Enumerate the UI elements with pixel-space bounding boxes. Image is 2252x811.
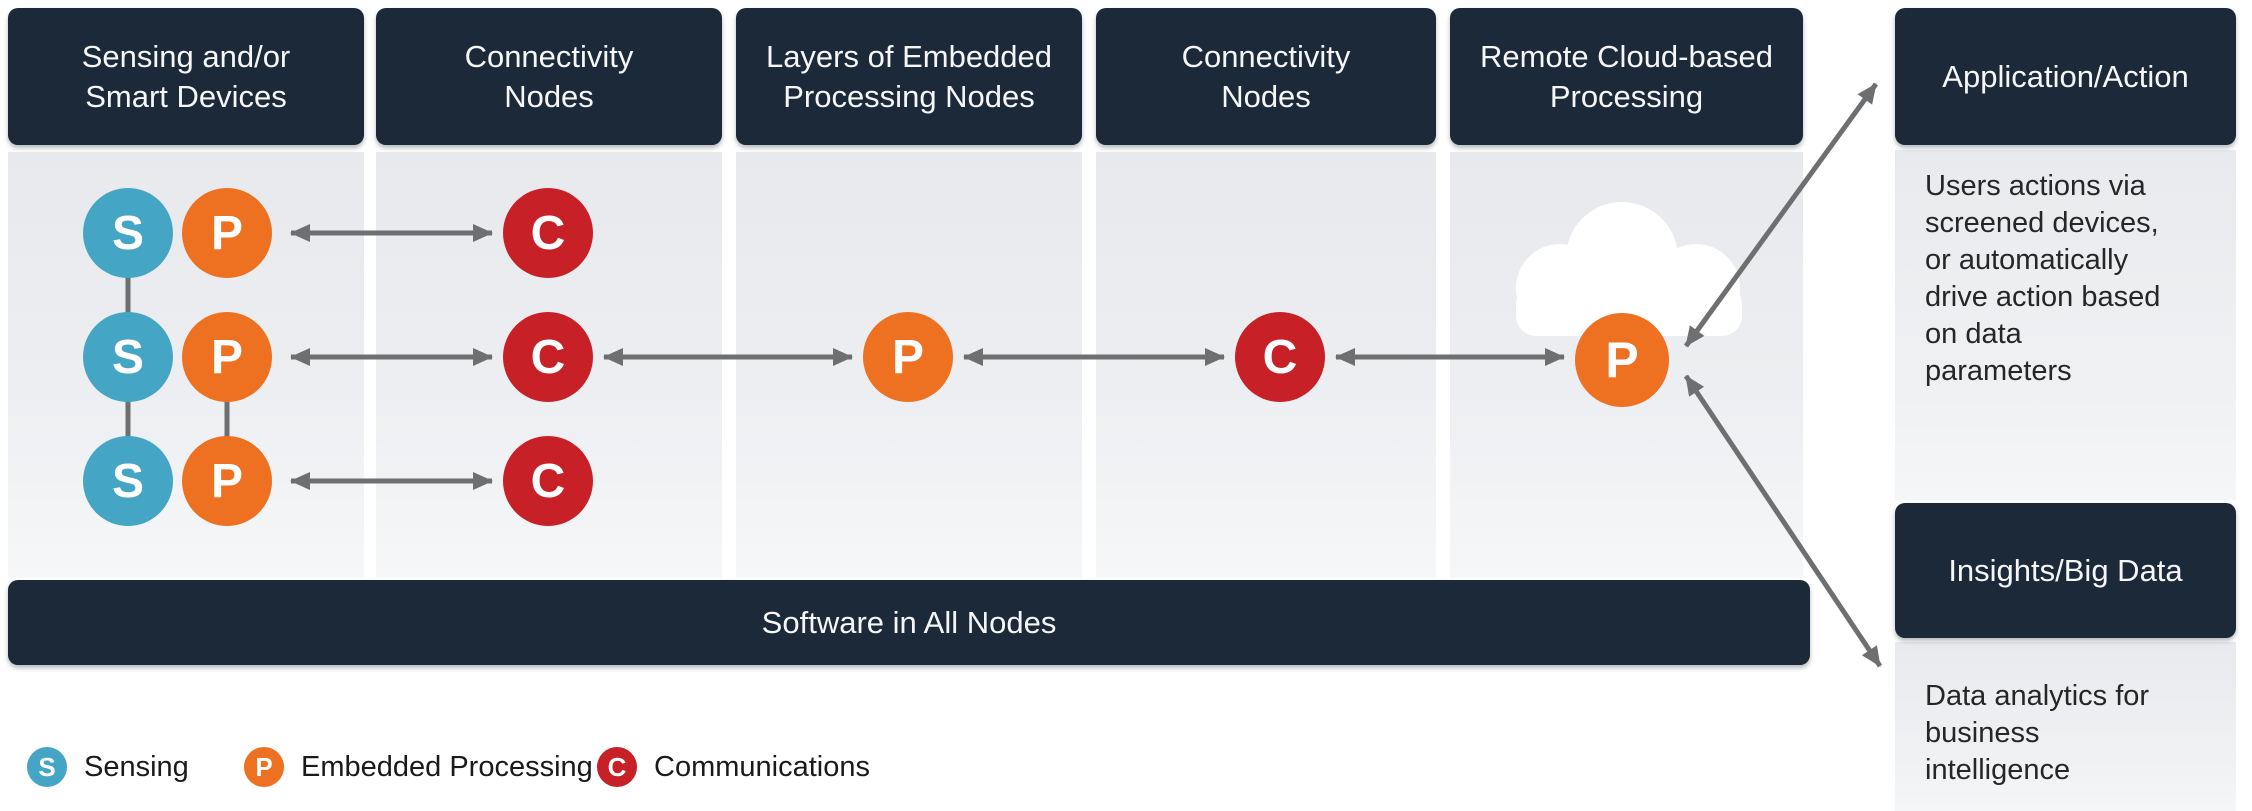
application-panel: [1895, 150, 2236, 500]
legend-label-embedded-processing: Embedded Processing: [301, 750, 593, 783]
insights-header: Insights/Big Data: [1895, 503, 2236, 638]
column-header-connectivity-2: Connectivity Nodes: [1096, 8, 1436, 145]
legend-item-embedded-processing: P Embedded Processing: [244, 747, 593, 787]
processing-node-2: P: [182, 312, 272, 402]
gateway-communications-node: C: [1235, 312, 1325, 402]
embedded-processing-node: P: [863, 312, 953, 402]
sensing-node-2: S: [83, 312, 173, 402]
sensing-node-1: S: [83, 188, 173, 278]
software-bar: Software in All Nodes: [8, 580, 1810, 665]
communications-legend-icon: C: [597, 747, 637, 787]
sensing-legend-icon: S: [27, 747, 67, 787]
legend-item-communications: C Communications: [597, 747, 870, 787]
legend-label-sensing: Sensing: [84, 750, 189, 783]
communications-node-3: C: [503, 436, 593, 526]
column-header-connectivity-1: Connectivity Nodes: [376, 8, 722, 145]
application-description: Users actions via screened devices, or a…: [1925, 170, 2161, 387]
column-header-cloud-processing: Remote Cloud-based Processing: [1450, 8, 1803, 145]
cloud-processing-node: P: [1575, 313, 1669, 407]
legend-label-communications: Communications: [654, 750, 870, 783]
communications-node-2: C: [503, 312, 593, 402]
processing-node-3: P: [182, 436, 272, 526]
legend-item-sensing: S Sensing: [27, 747, 189, 787]
processing-node-1: P: [182, 188, 272, 278]
processing-legend-icon: P: [244, 747, 284, 787]
sensing-node-3: S: [83, 436, 173, 526]
application-header: Application/Action: [1895, 8, 2236, 145]
insights-panel: [1895, 642, 2236, 811]
column-header-sensing-devices: Sensing and/or Smart Devices: [8, 8, 364, 145]
insights-description: Data analytics for business intelligence: [1925, 680, 2150, 786]
communications-node-1: C: [503, 188, 593, 278]
column-header-embedded-processing: Layers of Embedded Processing Nodes: [736, 8, 1082, 145]
